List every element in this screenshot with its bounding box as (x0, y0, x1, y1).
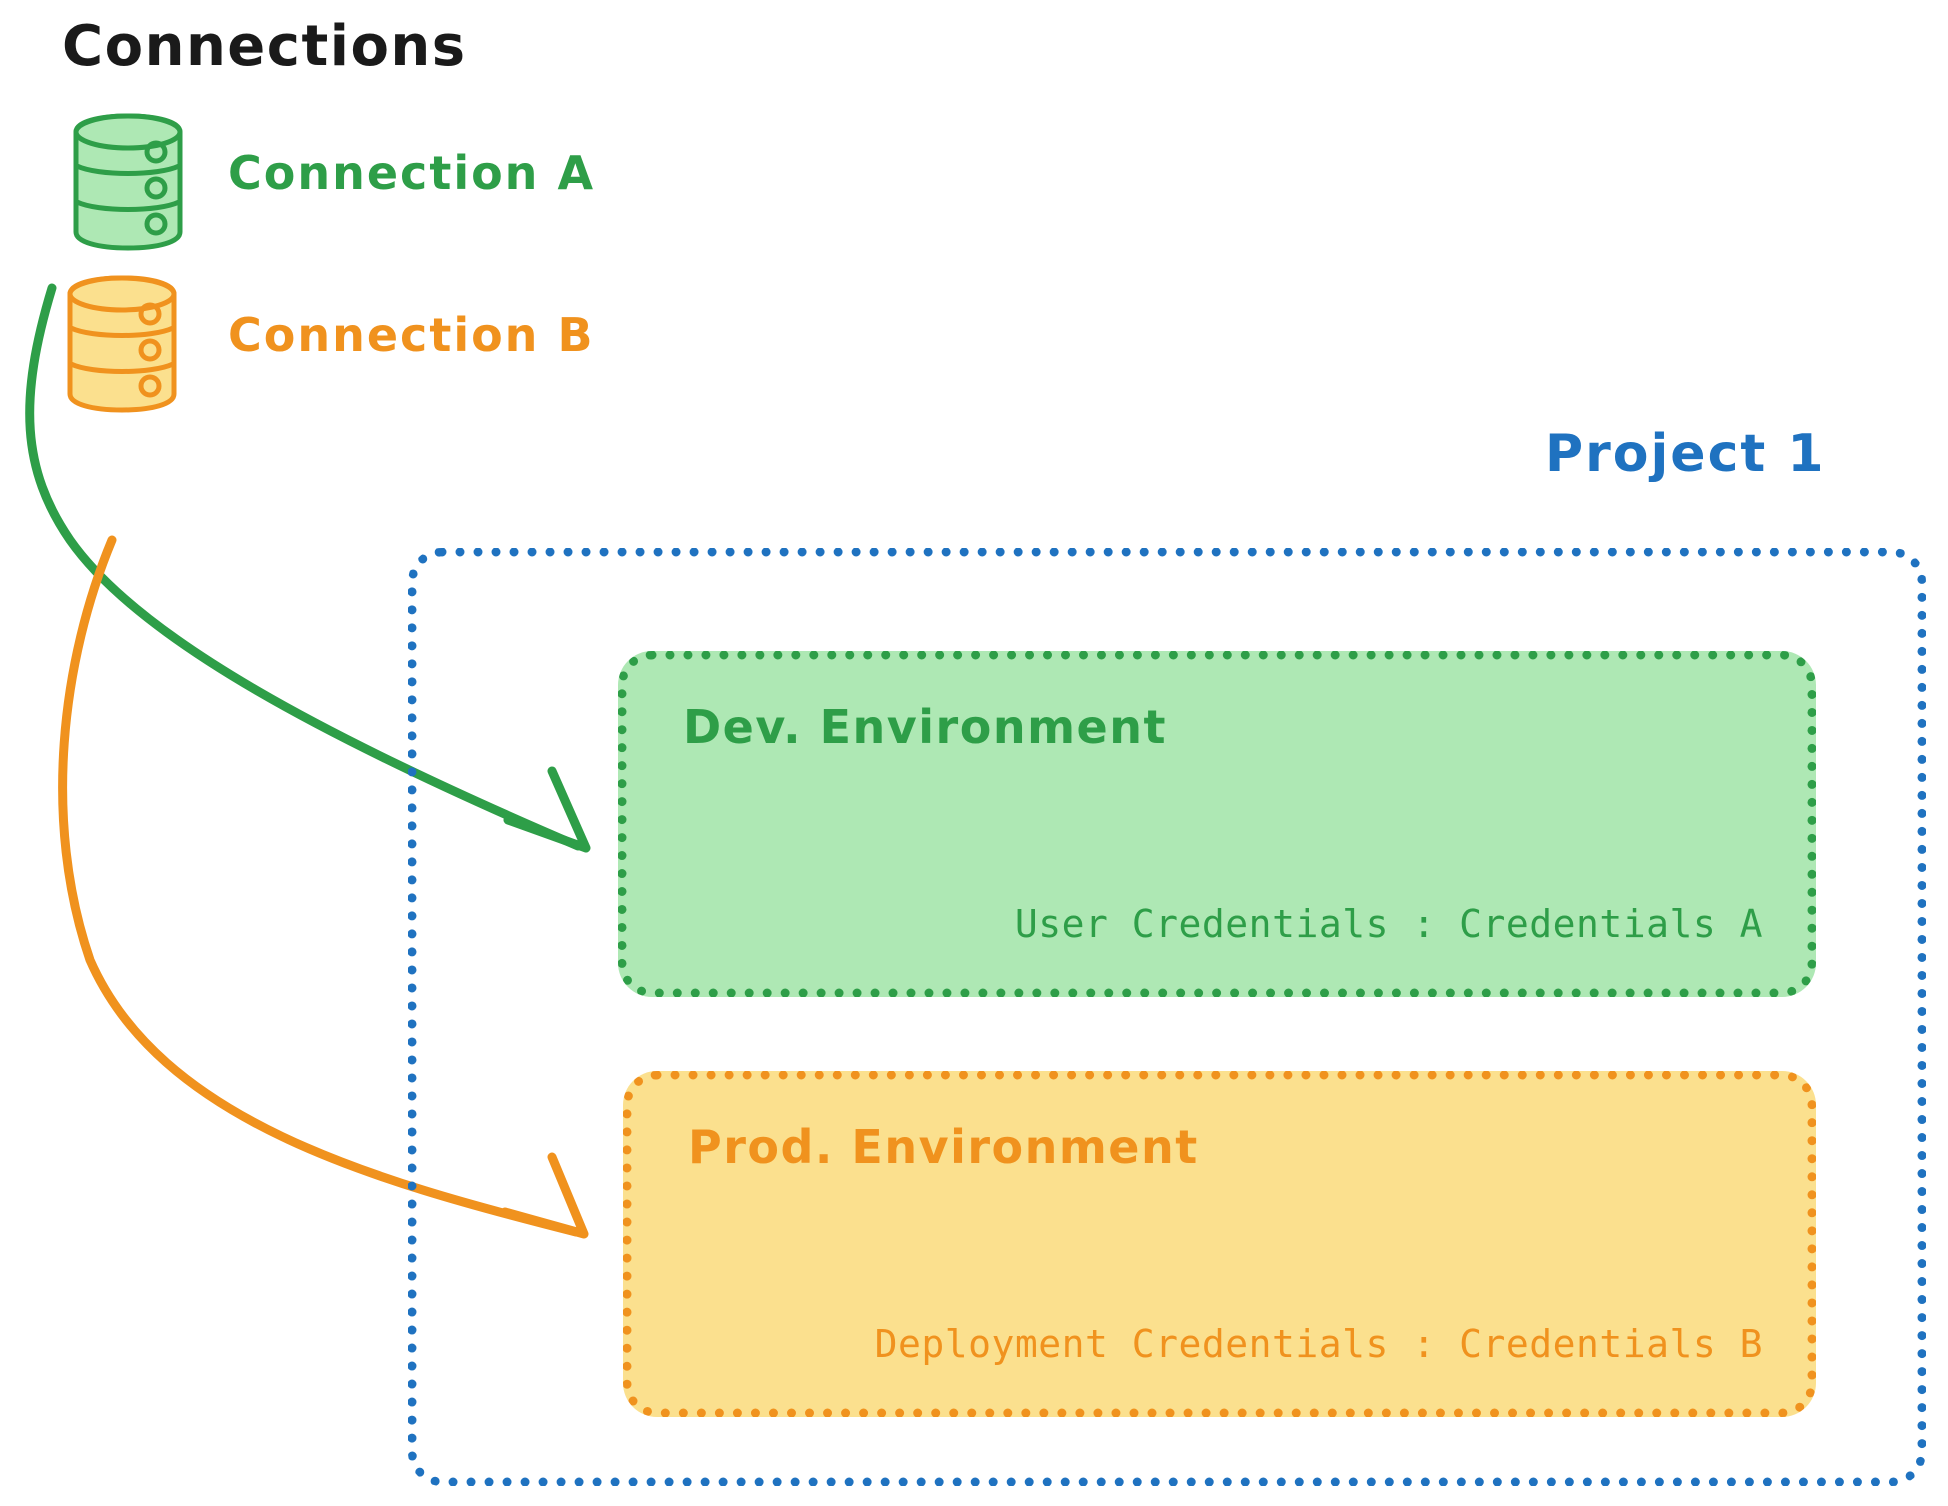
arrow-connection-b-to-prod (58, 535, 589, 1239)
prod-environment-title: Prod. Environment (688, 1120, 1199, 1174)
dev-environment-title: Dev. Environment (683, 700, 1167, 754)
dev-environment-credentials: User Credentials : Credentials A (1014, 902, 1763, 946)
database-cylinder-icon (73, 113, 183, 251)
project-title: Project 1 (1545, 424, 1826, 484)
connection-b-label: Connection B (228, 308, 595, 362)
connections-heading: Connections (62, 14, 467, 79)
prod-environment-credentials: Deployment Credentials : Credentials B (874, 1322, 1763, 1366)
database-cylinder-icon (67, 275, 177, 413)
connection-a-label: Connection A (228, 146, 596, 200)
dev-environment-box: Dev. Environment User Credentials : Cred… (618, 651, 1816, 997)
project-container (408, 548, 1926, 1486)
prod-environment-box: Prod. Environment Deployment Credentials… (623, 1071, 1816, 1417)
